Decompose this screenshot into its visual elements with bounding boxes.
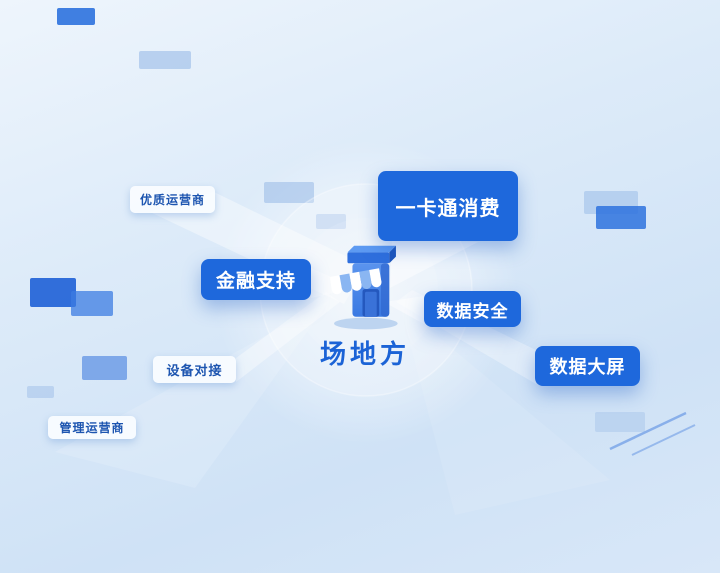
decor-rect <box>27 386 54 398</box>
decor-rect <box>264 182 314 203</box>
node-label: 优质运营商 <box>139 193 205 207</box>
decor-rect <box>139 51 191 69</box>
decor-rect <box>595 412 645 432</box>
decor-rect <box>71 291 113 316</box>
node-label: 管理运营商 <box>59 421 125 435</box>
decor-rect <box>82 356 127 380</box>
node-management-operators: 管理运营商 <box>48 416 136 439</box>
center-node: 场地方 <box>298 238 432 371</box>
node-label: 金融支持 <box>215 271 296 292</box>
node-device-connection: 设备对接 <box>153 356 236 383</box>
node-quality-operators: 优质运营商 <box>130 186 215 213</box>
node-label: 设备对接 <box>166 363 223 378</box>
node-label: 一卡通消费 <box>395 197 501 220</box>
decor-rect <box>596 206 646 229</box>
node-one-card-consumption: 一卡通消费 <box>378 171 518 241</box>
node-label: 数据大屏 <box>549 357 626 377</box>
node-financial-support: 金融支持 <box>201 259 311 300</box>
decor-rect <box>316 214 346 229</box>
decor-rect <box>30 278 76 307</box>
center-label: 场地方 <box>319 339 410 369</box>
node-data-security: 数据安全 <box>424 291 521 327</box>
decor-rect <box>57 8 95 25</box>
node-label: 数据安全 <box>436 301 509 321</box>
node-data-dashboard: 数据大屏 <box>535 346 640 386</box>
store-icon <box>329 245 398 330</box>
